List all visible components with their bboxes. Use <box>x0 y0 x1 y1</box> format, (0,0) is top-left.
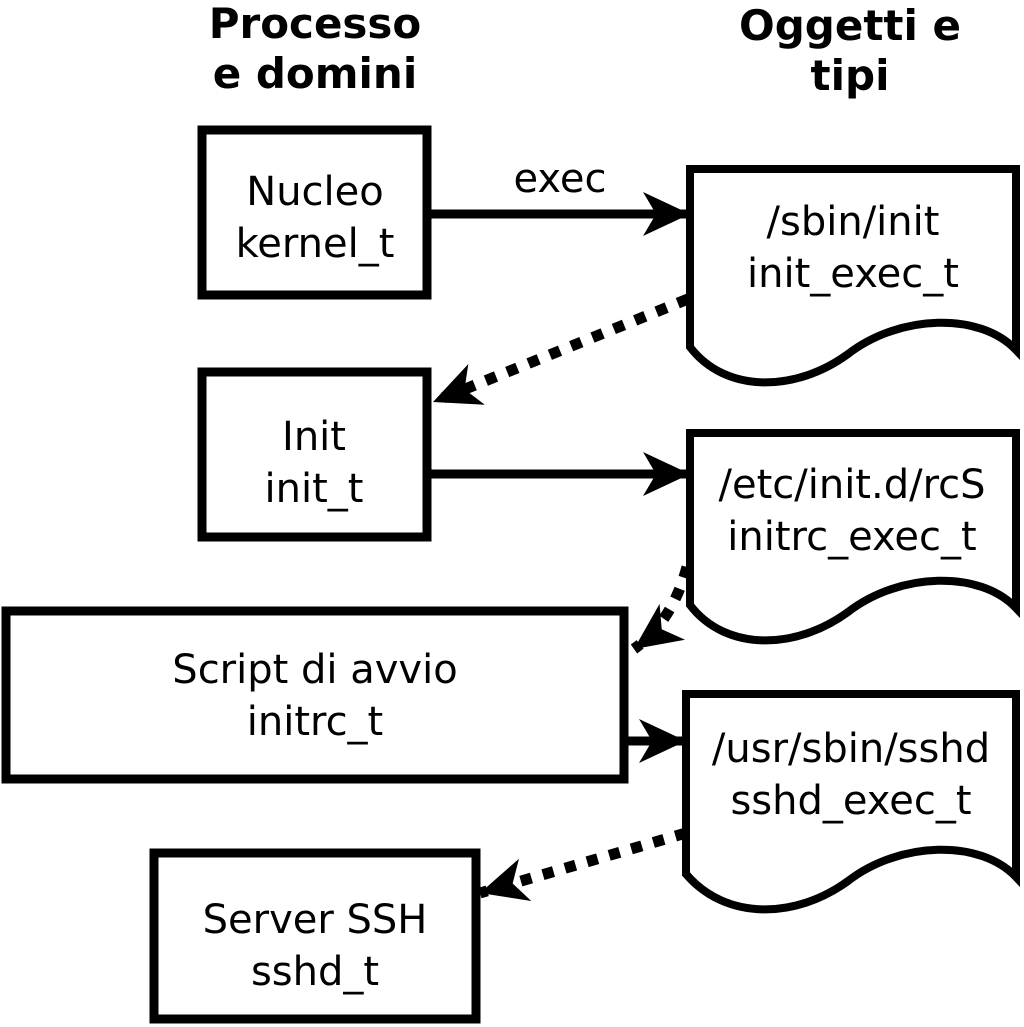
header-objects-line2: tipi <box>811 51 890 100</box>
object-doc-init-exec-shape <box>686 165 1020 387</box>
process-kernel-domain: kernel_t <box>236 221 395 267</box>
object-init-exec-path: /sbin/init <box>767 199 940 245</box>
object-initrc-exec-path: /etc/init.d/rcS <box>718 462 985 508</box>
process-box-kernel: Nucleo kernel_t <box>197 125 432 300</box>
process-sshd-domain: sshd_t <box>251 949 379 995</box>
process-box-initrc: Script di avvio initrc_t <box>1 606 629 784</box>
process-box-sshd-rect <box>149 848 481 1024</box>
process-box-init-rect <box>197 367 432 542</box>
object-doc-sshd-exec-shape <box>682 690 1020 914</box>
object-initrc-exec-type: initrc_exec_t <box>727 514 976 560</box>
object-sshd-exec-type: sshd_exec_t <box>730 778 971 824</box>
transition-arrow-initrc-exec-to-initrc <box>630 565 693 654</box>
object-doc-sshd-exec: /usr/sbin/sshd sshd_exec_t <box>682 690 1020 914</box>
process-initrc-label: Script di avvio <box>172 647 457 693</box>
object-init-exec-type: init_exec_t <box>747 251 959 297</box>
object-doc-initrc-exec-shape <box>686 429 1020 645</box>
object-doc-init-exec: /sbin/init init_exec_t <box>686 165 1020 387</box>
process-init-domain: init_t <box>265 466 364 512</box>
process-initrc-domain: initrc_t <box>247 699 384 745</box>
object-sshd-exec-path: /usr/sbin/sshd <box>712 726 990 772</box>
header-processes-line2: e domini <box>213 49 417 98</box>
process-sshd-label: Server SSH <box>203 897 428 943</box>
object-doc-initrc-exec: /etc/init.d/rcS initrc_exec_t <box>686 429 1020 645</box>
header-processes-line1: Processo <box>209 0 422 48</box>
process-box-initrc-rect <box>1 606 629 784</box>
column-header-processes: Processo e domini <box>209 0 422 98</box>
exec-arrow-kernel-to-init-exec: exec <box>427 156 690 236</box>
process-init-label: Init <box>282 414 346 460</box>
process-box-sshd: Server SSH sshd_t <box>149 848 481 1024</box>
exec-arrow-label: exec <box>514 156 607 202</box>
process-kernel-label: Nucleo <box>246 169 383 215</box>
process-box-init: Init init_t <box>197 367 432 542</box>
header-objects-line1: Oggetti e <box>739 1 961 50</box>
column-header-objects: Oggetti e tipi <box>739 1 961 100</box>
